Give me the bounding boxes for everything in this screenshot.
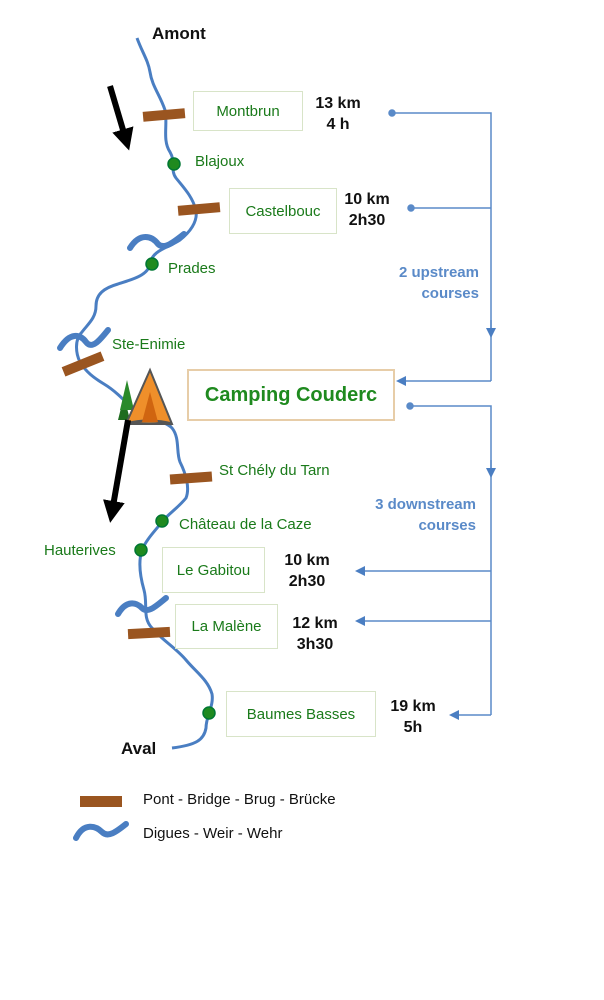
bridge-montbrun bbox=[142, 108, 186, 122]
village-dot-blajoux bbox=[167, 157, 181, 171]
bridge-castelbouc bbox=[177, 202, 221, 216]
montbrun-duration-value: 4 h bbox=[326, 116, 350, 133]
gabitou-distance: 10 km 2h30 bbox=[272, 550, 342, 592]
legend-weir-icon bbox=[73, 821, 129, 841]
baumes-duration-value: 5h bbox=[403, 719, 423, 736]
legend-bridge-icon bbox=[80, 796, 122, 807]
gabitou-distance-value: 10 km bbox=[284, 552, 330, 569]
baumes-distance-value: 19 km bbox=[390, 698, 436, 715]
village-label-ste-enimie: Ste-Enimie bbox=[112, 336, 186, 353]
bridge-ste-enimie bbox=[61, 351, 105, 377]
village-dot-chateau bbox=[155, 514, 169, 528]
downstream-courses-line1: 3 downstream bbox=[375, 496, 476, 513]
malene-duration-value: 3h30 bbox=[296, 636, 334, 653]
start-point-castelbouc: Castelbouc bbox=[229, 188, 337, 234]
bridge-st-chely bbox=[169, 471, 213, 485]
start-point-la-malene: La Malène bbox=[175, 604, 278, 649]
legend-bridge-label: Pont - Bridge - Brug - Brücke bbox=[143, 791, 336, 808]
village-label-chateau: Château de la Caze bbox=[179, 516, 312, 533]
village-label-prades: Prades bbox=[168, 260, 216, 277]
tent-icon bbox=[118, 367, 174, 426]
baumes-distance: 19 km 5h bbox=[378, 696, 448, 738]
upstream-label: Amont bbox=[152, 24, 206, 43]
castelbouc-distance: 10 km 2h30 bbox=[332, 189, 402, 231]
weir-ste-enimie bbox=[57, 327, 111, 351]
village-label-hauterives: Hauterives bbox=[44, 542, 116, 559]
weir-prades bbox=[127, 231, 187, 251]
village-label-st-chely: St Chély du Tarn bbox=[219, 462, 330, 479]
montbrun-distance-value: 13 km bbox=[315, 95, 361, 112]
direction-arrow-lower bbox=[103, 419, 131, 523]
castelbouc-duration-value: 2h30 bbox=[348, 212, 386, 229]
direction-arrow-upper bbox=[107, 85, 134, 151]
start-point-baumes-basses: Baumes Basses bbox=[226, 691, 376, 737]
start-point-montbrun: Montbrun bbox=[193, 91, 303, 131]
downstream-route-lines bbox=[355, 402, 496, 720]
weir-la-malene bbox=[115, 595, 169, 617]
castelbouc-distance-value: 10 km bbox=[344, 191, 390, 208]
gabitou-duration-value: 2h30 bbox=[288, 573, 326, 590]
upstream-courses-line1: 2 upstream bbox=[398, 264, 479, 281]
downstream-label: Aval bbox=[121, 739, 157, 758]
downstream-courses-text: 3 downstream courses bbox=[336, 494, 476, 536]
malene-distance-value: 12 km bbox=[292, 615, 338, 632]
montbrun-distance: 13 km 4 h bbox=[303, 93, 373, 135]
downstream-courses-line2: courses bbox=[418, 517, 476, 534]
village-dot-baumes-basses bbox=[202, 706, 216, 720]
village-dot-prades bbox=[145, 257, 159, 271]
village-dot-hauterives bbox=[134, 543, 148, 557]
upstream-courses-line2: courses bbox=[421, 285, 479, 302]
upstream-courses-text: 2 upstream courses bbox=[339, 262, 479, 304]
malene-distance: 12 km 3h30 bbox=[280, 613, 350, 655]
bridge-la-malene bbox=[127, 626, 171, 640]
camping-box: Camping Couderc bbox=[187, 369, 395, 421]
start-point-le-gabitou: Le Gabitou bbox=[162, 547, 265, 593]
upstream-route-lines bbox=[388, 109, 496, 386]
legend-weir-label: Digues - Weir - Wehr bbox=[143, 825, 283, 842]
village-label-blajoux: Blajoux bbox=[195, 153, 245, 170]
